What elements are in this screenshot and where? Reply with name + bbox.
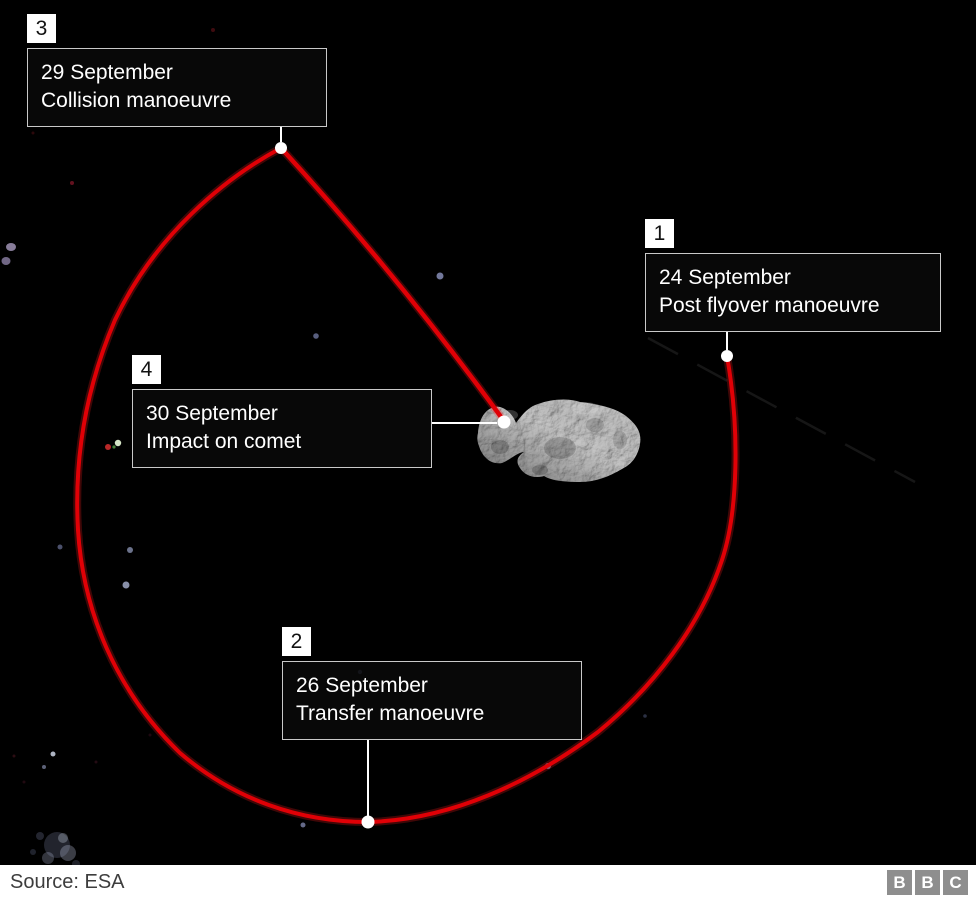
callout-number-badge: 2 — [282, 627, 311, 656]
callout-date: 24 September — [659, 266, 791, 289]
trajectory-graphic: 3 29 September Collision manoeuvre 1 24 … — [0, 0, 976, 865]
callout-date: 29 September — [41, 61, 173, 84]
callout-transfer-manoeuvre: 2 26 September Transfer manoeuvre — [282, 627, 582, 740]
source-credit: Source: ESA — [10, 871, 125, 893]
event-dot-2 — [361, 815, 375, 829]
event-dot-1 — [721, 350, 733, 362]
callout-label: Impact on comet — [146, 430, 302, 453]
callout-impact-on-comet: 4 30 September Impact on comet — [132, 355, 432, 468]
callout-box: 30 September Impact on comet — [132, 389, 432, 468]
callout-label: Collision manoeuvre — [41, 89, 232, 112]
footer: Source: ESA B B C — [0, 865, 976, 900]
bbc-logo: B B C — [887, 870, 968, 895]
comet-image — [477, 399, 641, 482]
callout-number-badge: 4 — [132, 355, 161, 384]
callout-label: Transfer manoeuvre — [296, 702, 485, 725]
trajectory-scene — [1, 28, 916, 865]
connector-lines — [280, 126, 728, 817]
comet-shading — [477, 399, 641, 482]
callout-box: 24 September Post flyover manoeuvre — [645, 253, 941, 332]
callout-number-badge: 1 — [645, 219, 674, 248]
callout-box: 26 September Transfer manoeuvre — [282, 661, 582, 740]
callout-label: Post flyover manoeuvre — [659, 294, 880, 317]
starfield — [1, 28, 647, 865]
callout-collision-manoeuvre: 3 29 September Collision manoeuvre — [27, 14, 327, 127]
event-dot-3 — [275, 142, 287, 154]
trajectory-impact-path — [278, 145, 507, 424]
callout-number-badge: 3 — [27, 14, 56, 43]
callout-date: 26 September — [296, 674, 428, 697]
trajectory-loop-path — [75, 146, 738, 825]
faint-orbit-trace — [647, 336, 916, 484]
callout-date: 30 September — [146, 402, 278, 425]
callout-post-flyover-manoeuvre: 1 24 September Post flyover manoeuvre — [645, 219, 941, 332]
nebula-blob — [30, 832, 80, 865]
event-dot-4-impact — [497, 415, 511, 429]
bbc-logo-block-1: B — [887, 870, 912, 895]
callout-box: 29 September Collision manoeuvre — [27, 48, 327, 127]
bbc-logo-block-3: C — [943, 870, 968, 895]
bbc-logo-block-2: B — [915, 870, 940, 895]
